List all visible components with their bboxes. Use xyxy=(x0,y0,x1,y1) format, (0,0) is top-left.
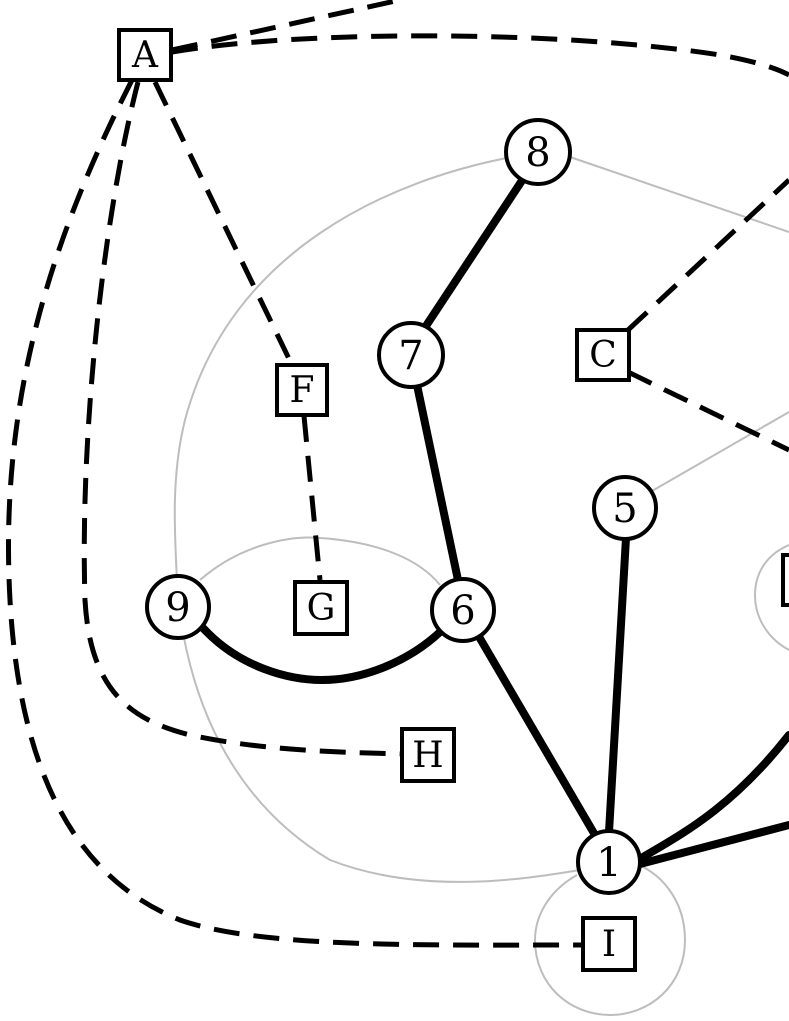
node-a: A xyxy=(117,28,173,82)
guide-curve-9-6 xyxy=(199,536,441,586)
edge-a-offscreen-top xyxy=(171,0,401,53)
node-c: C xyxy=(575,328,631,382)
guide-arc-right xyxy=(753,544,789,651)
edge-c-offscreen-top xyxy=(626,178,789,332)
edge-9-6 xyxy=(199,624,444,685)
node-5-label: 5 xyxy=(612,486,637,532)
edge-a-f xyxy=(152,80,295,367)
guide-curve-5-right xyxy=(651,411,789,492)
node-9-label: 9 xyxy=(165,585,190,631)
edge-a-offscreen-right xyxy=(171,33,789,78)
square-nodes: A C F G H I xyxy=(117,28,789,972)
node-6: 6 xyxy=(430,577,496,643)
edge-5-1 xyxy=(605,534,630,836)
node-f-label: F xyxy=(290,370,315,411)
node-5: 5 xyxy=(592,475,658,541)
guide-curve-8-right xyxy=(569,156,789,233)
node-1-label: 1 xyxy=(596,840,621,886)
edge-1-offscreen-upper xyxy=(634,731,789,864)
node-8: 8 xyxy=(504,118,572,186)
node-g-label: G xyxy=(307,588,336,629)
edge-a-i xyxy=(6,78,583,948)
solid-edges xyxy=(199,175,789,868)
node-7-label: 7 xyxy=(398,333,423,379)
node-g: G xyxy=(293,580,349,636)
node-8-label: 8 xyxy=(525,130,550,176)
edge-c-offscreen-bottom xyxy=(626,369,789,453)
node-f: F xyxy=(275,363,329,417)
node-h-label: H xyxy=(412,735,443,776)
edge-7-6 xyxy=(413,381,462,584)
node-9: 9 xyxy=(145,574,211,640)
node-offscreen-partial xyxy=(781,553,789,607)
edge-f-g xyxy=(301,415,323,581)
guide-curve-outer xyxy=(173,156,581,883)
guide-circle-i xyxy=(533,861,687,1017)
node-7: 7 xyxy=(377,321,445,389)
node-i: I xyxy=(581,916,637,972)
node-i-label: I xyxy=(602,924,616,965)
node-a-label: A xyxy=(131,35,159,76)
circle-nodes: 8 7 5 9 6 1 xyxy=(145,118,658,895)
edge-8-7 xyxy=(418,175,527,336)
node-1: 1 xyxy=(576,829,642,895)
node-h: H xyxy=(400,727,456,783)
dashed-edges xyxy=(6,0,789,948)
node-c-label: C xyxy=(589,335,617,376)
edge-6-1 xyxy=(474,631,599,839)
node-6-label: 6 xyxy=(450,588,475,634)
edge-1-offscreen-lower xyxy=(636,821,789,868)
edge-a-h xyxy=(81,81,403,757)
